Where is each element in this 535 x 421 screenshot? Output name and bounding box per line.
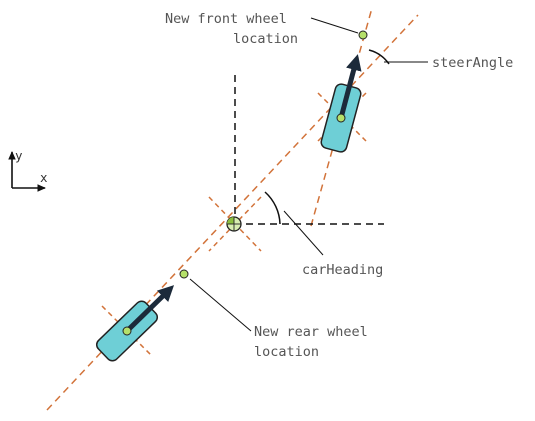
rear-heading-arrow-icon <box>125 285 175 333</box>
xy-axes-icon: y x <box>8 148 48 192</box>
front-heading-arrow-icon <box>338 54 362 119</box>
rear-wheel-point <box>122 326 132 336</box>
center-point <box>226 216 242 232</box>
rear-wheel-label-line2: location <box>254 344 319 360</box>
rear-wheel-leader <box>189 278 252 332</box>
car-heading-label: carHeading <box>302 262 383 278</box>
front-wheel-leader <box>310 17 359 34</box>
new-front-wheel-point <box>358 30 368 40</box>
steer-angle-label: steerAngle <box>432 55 513 71</box>
rear-wheel-label-line1: New rear wheel <box>254 324 368 340</box>
axis-x-label: x <box>40 170 48 185</box>
front-wheel-label-line1: New front wheel <box>165 11 287 27</box>
axis-y-label: y <box>15 148 23 163</box>
car-heading-leader <box>283 210 324 256</box>
new-rear-wheel-point <box>179 269 189 279</box>
car-heading-arc <box>264 191 281 225</box>
front-wheel-label-line2: location <box>233 31 298 47</box>
steer-angle-arc <box>368 49 390 65</box>
front-wheel-point <box>336 113 346 123</box>
